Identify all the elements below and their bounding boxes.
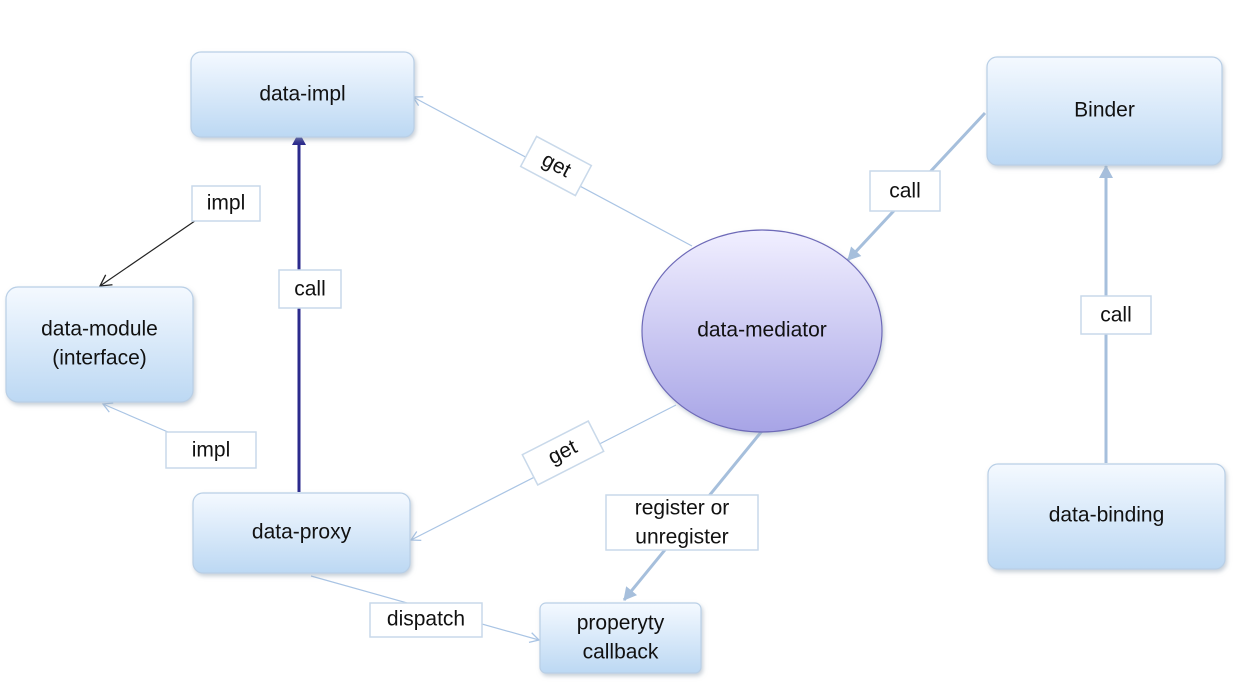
node-binder-label: Binder bbox=[1074, 99, 1135, 122]
edge-label-register-unregister: register or unregister bbox=[605, 494, 759, 551]
node-property-callback-label-line2: callback bbox=[583, 641, 659, 664]
svg-text:call: call bbox=[294, 278, 326, 301]
node-data-module-label-line1: data-module bbox=[41, 318, 158, 341]
svg-text:call: call bbox=[1100, 304, 1132, 327]
node-data-module: data-module (interface) bbox=[5, 286, 194, 403]
svg-text:call: call bbox=[889, 180, 921, 203]
node-data-impl-label: data-impl bbox=[259, 83, 345, 106]
node-data-binding: data-binding bbox=[987, 463, 1226, 570]
node-binder: Binder bbox=[986, 56, 1223, 166]
edge-label-call-binder-mediator: call bbox=[869, 170, 941, 212]
node-data-mediator-label: data-mediator bbox=[697, 319, 827, 342]
node-data-module-label-line2: (interface) bbox=[52, 347, 147, 370]
svg-text:impl: impl bbox=[207, 192, 246, 215]
svg-text:impl: impl bbox=[192, 439, 231, 462]
edge-label-get-impl: get bbox=[519, 135, 593, 197]
edge-label-call-binding-binder: call bbox=[1080, 295, 1152, 335]
node-property-callback-label-line1: properyty bbox=[577, 612, 665, 635]
node-property-callback: properyty callback bbox=[539, 602, 702, 674]
svg-text:dispatch: dispatch bbox=[387, 608, 465, 631]
node-data-mediator: data-mediator bbox=[641, 229, 883, 433]
edge-label-impl-proxy-module: impl bbox=[165, 431, 257, 469]
svg-text:register or: register or bbox=[635, 497, 730, 520]
node-data-proxy-label: data-proxy bbox=[252, 521, 352, 544]
edge-label-impl-module: impl bbox=[191, 185, 261, 222]
node-data-binding-label: data-binding bbox=[1049, 504, 1165, 527]
svg-text:unregister: unregister bbox=[635, 526, 728, 549]
edge-label-get-proxy: get bbox=[521, 420, 605, 486]
node-data-impl: data-impl bbox=[190, 51, 415, 138]
edge-label-call-proxy-impl: call bbox=[278, 269, 342, 309]
node-data-proxy: data-proxy bbox=[192, 492, 411, 574]
edge-label-dispatch: dispatch bbox=[369, 602, 483, 638]
